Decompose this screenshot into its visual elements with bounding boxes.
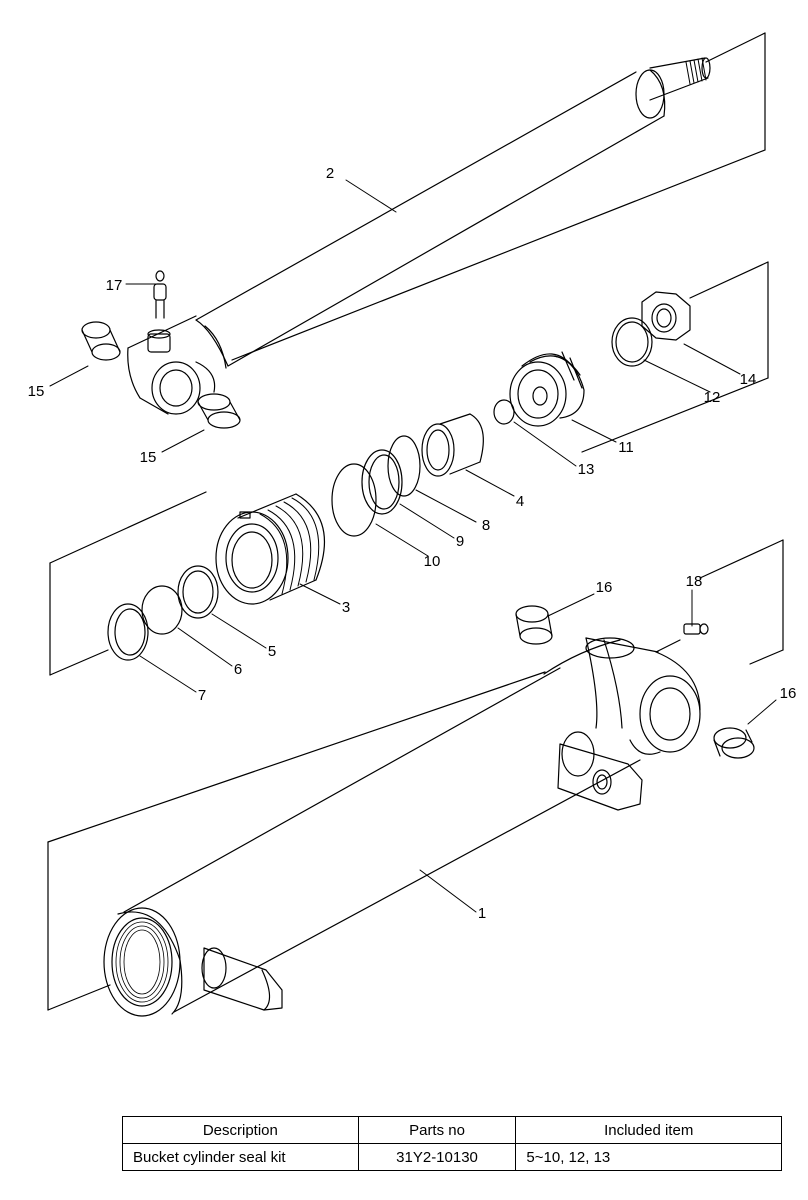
bushing-16-lower	[713, 727, 755, 759]
callout-13: 13	[578, 461, 595, 478]
seal-5	[177, 565, 219, 619]
bushing-15-upper	[81, 321, 121, 361]
callout-18: 18	[686, 573, 703, 590]
callout-1: 1	[478, 905, 486, 922]
bucket-cylinder-exploded-diagram: 2 17 15 15 14 12 11 13 4 8 9 10 3 5 6 7 …	[28, 32, 797, 1017]
callouts: 2 17 15 15 14 12 11 13 4 8 9 10 3 5 6 7 …	[28, 165, 797, 922]
table-row: Bucket cylinder seal kit 31Y2-10130 5~10…	[122, 1143, 782, 1171]
grease-nipple-18	[683, 623, 709, 635]
callout-6: 6	[234, 661, 242, 678]
header-description: Description	[122, 1116, 359, 1144]
leader-lines	[49, 179, 777, 913]
grease-nipple-17	[153, 270, 167, 319]
callout-2: 2	[326, 165, 334, 182]
nut-14	[641, 291, 691, 341]
callout-5: 5	[268, 643, 276, 660]
o-ring-6	[141, 585, 183, 635]
callout-16-upper: 16	[596, 579, 613, 596]
ring-12	[611, 317, 653, 367]
seal-8	[387, 435, 421, 497]
callout-15-upper: 15	[28, 383, 45, 400]
callout-15-lower: 15	[140, 449, 157, 466]
wiper-7	[107, 603, 149, 661]
bushing-16-upper	[515, 605, 553, 645]
seal-kit-table: Description Parts no Included item Bucke…	[122, 1116, 782, 1171]
header-included-item: Included item	[515, 1116, 782, 1144]
cell-included-item: 5~10, 12, 13	[515, 1143, 782, 1171]
cell-parts-no: 31Y2-10130	[357, 1143, 517, 1171]
piston-rod	[195, 57, 711, 369]
callout-11: 11	[618, 439, 634, 456]
bushing-4	[421, 413, 484, 477]
o-ring-13	[493, 399, 515, 425]
bushing-15-lower	[197, 393, 241, 429]
callout-14: 14	[740, 371, 757, 388]
cylinder-tube	[103, 637, 701, 1017]
seal-9	[361, 449, 403, 515]
cell-description: Bucket cylinder seal kit	[122, 1143, 359, 1171]
callout-17: 17	[106, 277, 123, 294]
rod-eye	[127, 315, 216, 415]
tube-group-frame	[47, 539, 784, 1011]
ring-10	[331, 463, 377, 537]
callout-9: 9	[456, 533, 464, 550]
piston-group-frame	[49, 261, 769, 676]
callout-8: 8	[482, 517, 490, 534]
rod-gland-3	[215, 493, 326, 605]
callout-10: 10	[424, 553, 441, 570]
table-header-row: Description Parts no Included item	[122, 1116, 782, 1144]
piston-11	[509, 351, 585, 427]
callout-12: 12	[704, 389, 721, 406]
callout-3: 3	[342, 599, 350, 616]
callout-4: 4	[516, 493, 524, 510]
header-parts-no: Parts no	[357, 1116, 517, 1144]
rod-group-frame	[231, 32, 766, 361]
callout-16-lower: 16	[780, 685, 797, 702]
callout-7: 7	[198, 687, 206, 704]
